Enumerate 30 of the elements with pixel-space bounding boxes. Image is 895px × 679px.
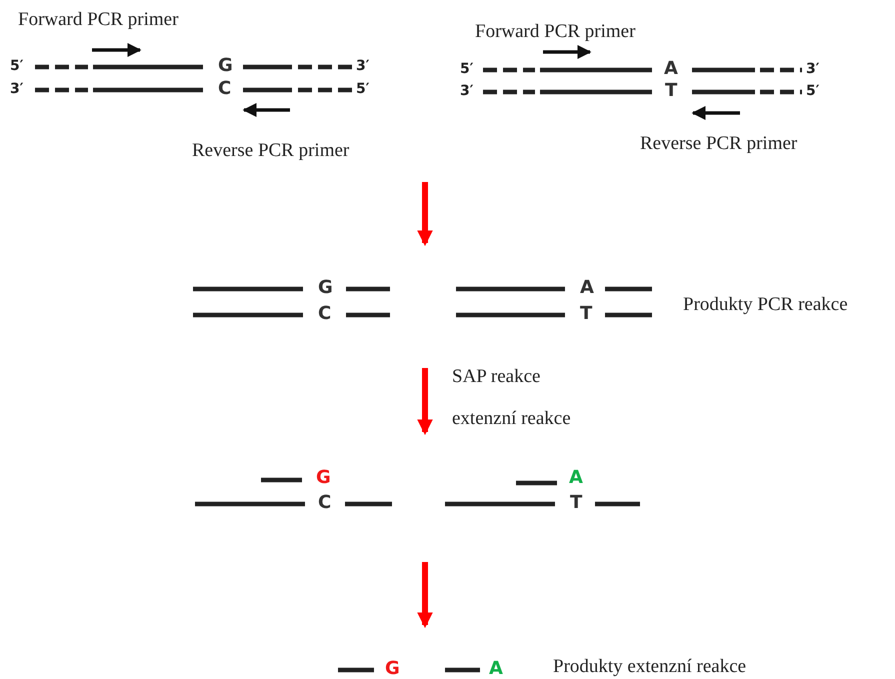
strand-end-label: 3′ (806, 62, 820, 76)
step-label: Produkty PCR reakce (683, 295, 848, 314)
base-label: A (664, 60, 678, 78)
strand-end-label: 3′ (460, 84, 474, 98)
base-label: G (385, 660, 400, 678)
primer-label: Reverse PCR primer (192, 141, 350, 160)
strand-end-label: 5′ (10, 59, 24, 73)
base-label: T (580, 305, 592, 323)
base-label: T (665, 82, 678, 100)
primer-label: Forward PCR primer (475, 22, 636, 41)
strand-end-label: 3′ (10, 82, 24, 96)
base-label: A (489, 660, 503, 678)
strand-end-label: 5′ (460, 62, 474, 76)
step-label: Produkty extenzní reakce (553, 657, 746, 676)
primer-label: Reverse PCR primer (640, 134, 798, 153)
base-label: T (570, 494, 582, 512)
strand-end-label: 5′ (356, 82, 370, 96)
primer-label: Forward PCR primer (18, 10, 178, 29)
base-label: A (580, 279, 594, 297)
step-label: SAP reakce (452, 367, 540, 386)
strand-end-label: 5′ (806, 84, 820, 98)
base-label: G (218, 57, 233, 75)
base-label: G (316, 469, 331, 487)
base-label: C (318, 305, 332, 323)
strand-end-label: 3′ (356, 59, 370, 73)
base-label: C (218, 80, 232, 98)
base-label: C (318, 494, 332, 512)
base-label: A (569, 469, 583, 487)
base-label: G (318, 279, 333, 297)
step-label: extenzní reakce (452, 409, 571, 428)
